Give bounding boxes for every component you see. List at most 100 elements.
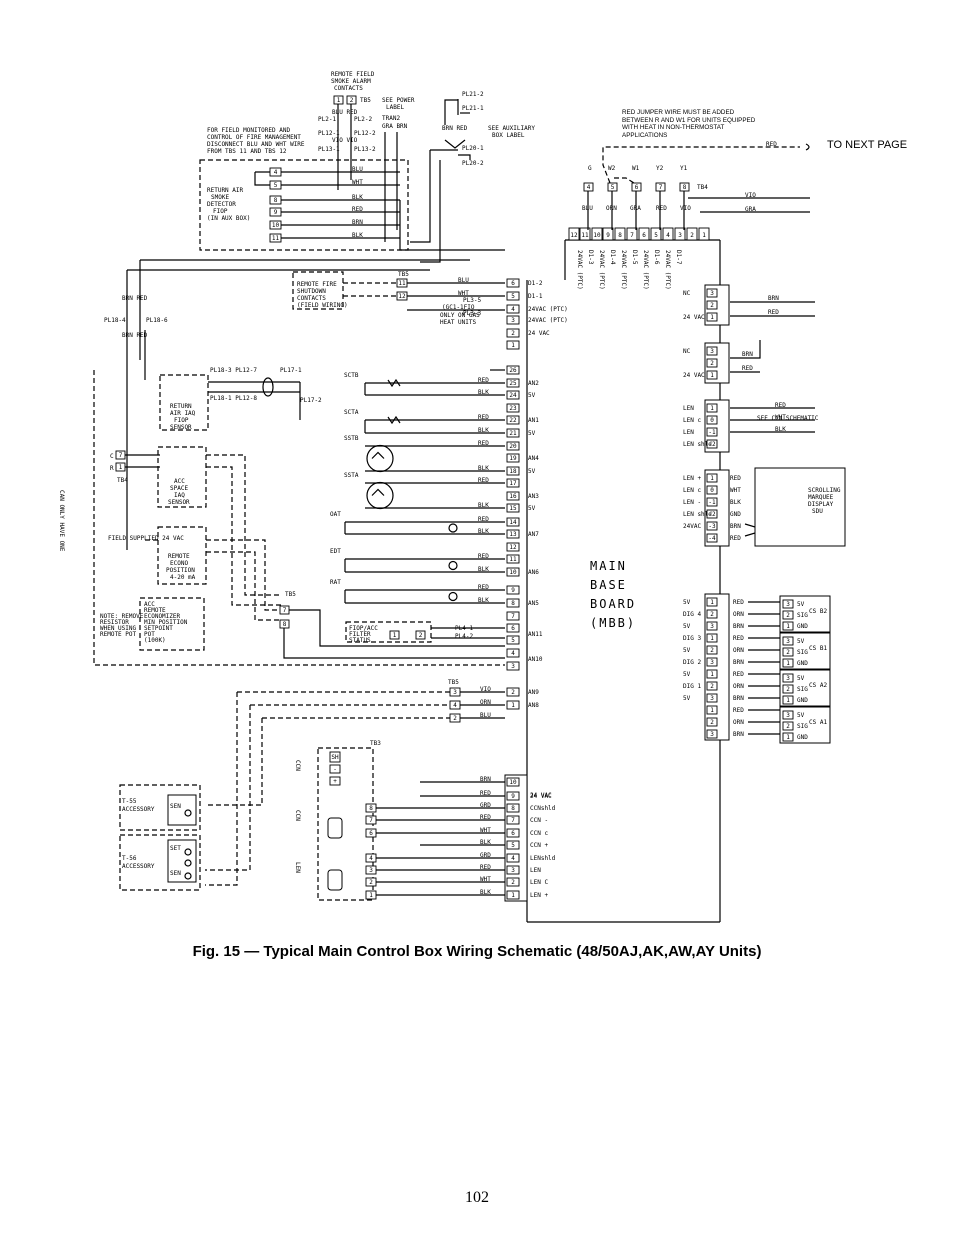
- sensor-label: SSTB: [344, 435, 359, 442]
- svg-text:RED: RED: [656, 205, 667, 212]
- to-next-page-label: TO NEXT PAGE: [827, 139, 908, 151]
- svg-text:SH: SH: [331, 754, 339, 761]
- svg-text:1: 1: [710, 671, 714, 678]
- remote-econo-position: FIELD SUPPLIED 24 VAC REMOTE ECONO POSIT…: [108, 526, 280, 621]
- svg-text:BRN: BRN: [733, 623, 744, 630]
- svg-text:LEN: LEN: [294, 862, 301, 873]
- cs-pin: [706, 645, 718, 655]
- svg-text:3: 3: [678, 232, 682, 239]
- main-base-board: MAIN BASE BOARD (MBB): [526, 239, 721, 923]
- cs-pin: [706, 609, 718, 619]
- svg-text:ACCESSORY: ACCESSORY: [122, 863, 155, 870]
- mbb-pin-label: AN11: [528, 631, 543, 638]
- svg-text:GRA BRN: GRA BRN: [382, 123, 408, 130]
- svg-text:GRA: GRA: [745, 206, 756, 213]
- svg-text:23: 23: [509, 405, 517, 412]
- svg-text:PL4-2: PL4-2: [455, 633, 473, 640]
- svg-text:SENSOR: SENSOR: [170, 424, 192, 431]
- svg-text:BRN RED: BRN RED: [122, 332, 148, 339]
- mbb-pin-label: AN7: [528, 531, 539, 538]
- svg-text:BRN RED: BRN RED: [122, 295, 148, 302]
- svg-text:SENSOR: SENSOR: [168, 499, 190, 506]
- svg-text:BLU: BLU: [582, 205, 593, 212]
- mbb-pin-label: AN2: [528, 380, 539, 387]
- sensor-label: EDT: [330, 548, 341, 555]
- svg-text:1: 1: [710, 372, 714, 379]
- svg-text:BLU: BLU: [352, 166, 363, 173]
- svg-text:1: 1: [511, 702, 515, 709]
- svg-text:(100K): (100K): [144, 637, 166, 644]
- svg-text:DISCONNECT BLU AND WHT WIRE: DISCONNECT BLU AND WHT WIRE: [207, 141, 305, 148]
- mbb-top-label: 24VAC (PTC): [642, 250, 649, 290]
- svg-text:8: 8: [618, 232, 622, 239]
- svg-text:3: 3: [453, 689, 457, 696]
- mbb-top-label: 24VAC (PTC): [620, 250, 627, 290]
- mbb-pin: [506, 315, 520, 325]
- right-pin: [706, 533, 718, 543]
- sensor-label: OAT: [330, 511, 341, 518]
- svg-text:3: 3: [786, 601, 790, 608]
- mbb-top-label: 24VAC (PTC): [576, 250, 583, 290]
- svg-text:8: 8: [683, 184, 687, 191]
- svg-text:4: 4: [274, 169, 278, 176]
- svg-text:1: 1: [786, 660, 790, 667]
- svg-text:2: 2: [710, 302, 714, 309]
- mbb-top-pin: [579, 227, 591, 241]
- svg-text:1: 1: [511, 342, 515, 349]
- svg-text:T-56: T-56: [122, 855, 137, 862]
- mbb-pin-label: 5V: [528, 468, 536, 475]
- mbb-pin-label: 24VAC (PTC): [528, 317, 568, 324]
- svg-text:4: 4: [511, 650, 515, 657]
- svg-text:PL17-2: PL17-2: [300, 397, 322, 404]
- svg-text:RED: RED: [478, 477, 489, 484]
- svg-text:PL2-1: PL2-1: [318, 116, 336, 123]
- mbb-top-pin: [674, 227, 686, 241]
- sensor-label: RAT: [330, 579, 341, 586]
- svg-text:RETURN: RETURN: [170, 403, 192, 410]
- svg-text:10: 10: [509, 779, 517, 786]
- svg-text:7: 7: [511, 817, 515, 824]
- svg-text:MARQUEE: MARQUEE: [808, 494, 834, 501]
- svg-text:8: 8: [369, 805, 373, 812]
- mbb-top-pin: [614, 227, 626, 241]
- mbb-bottom-pin: [506, 777, 520, 787]
- svg-text:5: 5: [274, 182, 278, 189]
- svg-text:PL20-2: PL20-2: [462, 160, 484, 167]
- mbb-pin-label: AN4: [528, 455, 539, 462]
- svg-text:ONLY ON GAS: ONLY ON GAS: [440, 312, 480, 319]
- svg-text:5V: 5V: [683, 695, 691, 702]
- mbb-top-pin: [662, 227, 674, 241]
- svg-text:2: 2: [710, 360, 714, 367]
- svg-text:BRN: BRN: [742, 351, 753, 358]
- svg-text:2: 2: [710, 611, 714, 618]
- svg-text:RESISTOR: RESISTOR: [100, 619, 129, 626]
- right-pin: [706, 370, 718, 380]
- svg-text:W1: W1: [632, 165, 640, 172]
- svg-text:8: 8: [274, 197, 278, 204]
- mbb-pin: [506, 278, 520, 288]
- svg-text:R: R: [110, 465, 114, 472]
- svg-text:24: 24: [509, 392, 517, 399]
- mbb-top-pin: [626, 227, 638, 241]
- mbb-top-label: D1-3: [587, 250, 594, 265]
- svg-text:GND: GND: [797, 697, 808, 704]
- svg-text:2: 2: [511, 879, 515, 886]
- cs-pin: [706, 597, 718, 607]
- mbb-pin: [506, 428, 520, 438]
- svg-text:RED: RED: [478, 414, 489, 421]
- svg-text:FILTER: FILTER: [349, 631, 371, 638]
- svg-text:LEN c: LEN c: [683, 417, 701, 424]
- tb5-an-terminals: TB5 3 4 2 VIO ORN BLU: [205, 679, 505, 886]
- svg-text:SIG: SIG: [797, 686, 808, 693]
- svg-text:11: 11: [509, 556, 517, 563]
- svg-text:24 VAC: 24 VAC: [683, 314, 705, 321]
- mbb-pin: [506, 542, 520, 552]
- mbb-bottom-pin: [506, 803, 520, 813]
- mbb-bottom-label: LENshld: [530, 855, 556, 862]
- mbb-top-pin: [602, 227, 614, 241]
- svg-text:3: 3: [710, 659, 714, 666]
- svg-text:6: 6: [511, 625, 515, 632]
- svg-text:5V: 5V: [797, 712, 805, 719]
- svg-text:BRN: BRN: [733, 731, 744, 738]
